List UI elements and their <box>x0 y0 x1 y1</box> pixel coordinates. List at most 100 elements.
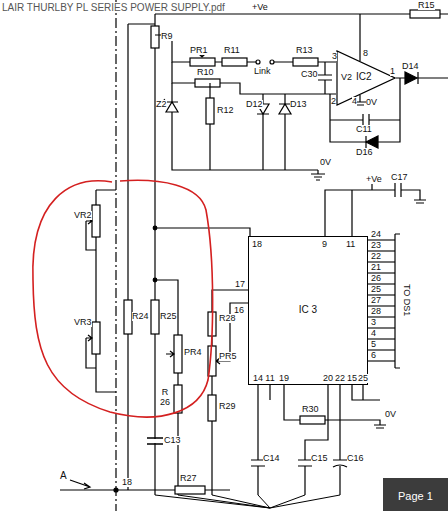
component-label: 2 <box>331 97 336 106</box>
component-label: R13 <box>296 46 313 55</box>
wire <box>155 228 250 236</box>
resistor-symbol <box>410 10 440 18</box>
component-label: 9 <box>322 240 327 249</box>
component-label: 18 <box>252 240 262 249</box>
capacitor-symbol <box>318 62 332 94</box>
resistor-symbol <box>222 58 247 66</box>
capacitor-symbol <box>395 183 426 203</box>
component-label: 5 <box>371 340 376 349</box>
wiper-link <box>86 218 96 250</box>
component-label: C14 <box>263 454 280 463</box>
variable-resistor <box>92 322 100 354</box>
component-label: D13 <box>290 100 307 109</box>
component-label: R25 <box>160 312 177 321</box>
component-label: 1 <box>390 67 395 76</box>
component-label: PR4 <box>184 348 202 357</box>
component-label: 0V <box>385 410 396 419</box>
capacitor-symbol <box>298 385 328 495</box>
junction-dot <box>114 488 118 492</box>
component-label: R30 <box>302 405 319 414</box>
component-label: R10 <box>197 68 214 77</box>
component-label: 4 <box>352 97 357 106</box>
component-label: R24 <box>132 312 149 321</box>
resistor-symbol <box>174 385 182 413</box>
wire <box>212 290 248 495</box>
component-label: 27 <box>371 296 381 305</box>
resistor-symbol <box>293 58 318 66</box>
board-boundary <box>115 0 116 511</box>
resistor-symbol <box>124 300 132 334</box>
wire <box>330 78 400 142</box>
component-label: R12 <box>217 106 234 115</box>
component-label: 0V <box>320 158 331 167</box>
capacitor-gap <box>148 439 162 443</box>
component-label: 22 <box>371 252 381 261</box>
diode-symbol <box>405 72 418 84</box>
variable-resistor <box>92 205 100 237</box>
resistor-symbol <box>175 486 205 494</box>
component-label: VR2 <box>74 211 92 220</box>
component-label: 8 <box>363 49 368 58</box>
component-label: 25 <box>357 374 369 383</box>
arrow <box>70 480 90 489</box>
component-label: 20 <box>322 374 334 383</box>
component-label: 6 <box>371 351 376 360</box>
resistor-symbol <box>195 79 220 87</box>
component-label: R28 <box>219 314 236 323</box>
page-badge <box>383 478 448 511</box>
component-label: 17 <box>235 280 245 289</box>
wire <box>154 14 155 495</box>
resistor-symbol <box>190 58 215 66</box>
component-label: 3 <box>371 318 376 327</box>
wire <box>352 385 380 400</box>
wire <box>284 385 386 428</box>
component-label: D12 <box>246 100 263 109</box>
component-label: 11 <box>346 240 355 249</box>
wire <box>128 24 155 490</box>
wire <box>325 184 395 236</box>
connector-bracket <box>395 234 400 368</box>
component-label: D14 <box>402 62 419 71</box>
component-label: D16 <box>356 148 373 157</box>
junction-dot <box>153 226 157 230</box>
component-label: C15 <box>311 454 328 463</box>
component-label: 16 <box>234 306 244 315</box>
component-label: C16 <box>347 454 364 463</box>
component-label: R 26 <box>159 387 171 407</box>
wire <box>172 83 318 170</box>
wire <box>269 385 270 400</box>
component-label: VR3 <box>74 318 92 327</box>
wire <box>172 62 336 94</box>
diode-symbol <box>366 136 378 148</box>
component-label: 26 <box>371 274 381 283</box>
component-label: +Ve <box>252 3 268 12</box>
component-label: R27 <box>180 474 197 483</box>
component-label: A <box>60 470 67 481</box>
component-label: 4 <box>371 329 376 338</box>
component-label: Z2 <box>156 100 167 109</box>
wire <box>396 77 448 78</box>
component-label: 22 <box>334 374 346 383</box>
hand-drawn-circle <box>33 180 213 417</box>
component-label: R11 <box>224 46 240 55</box>
resistor-symbol <box>151 300 159 334</box>
resistor-symbol <box>208 395 216 421</box>
preset-resistor <box>174 335 182 373</box>
file-name: LAIR THURLBY PL SERIES POWER SUPPLY.pdf <box>2 2 225 13</box>
component-label: 28 <box>371 307 381 316</box>
connector-name: TO DS1 <box>402 284 411 316</box>
wire <box>209 83 210 170</box>
ic-box: IC 3 <box>248 236 368 385</box>
ground-symbol <box>311 170 325 180</box>
component-label: 21 <box>371 263 381 272</box>
component-label: PR5 <box>219 352 237 361</box>
resistor-symbol <box>151 26 159 48</box>
capacitor-symbol <box>251 385 265 495</box>
component-label: 24 <box>371 230 381 239</box>
wiper-link <box>86 335 96 368</box>
component-label: C13 <box>164 436 181 445</box>
supply-rail <box>155 13 448 14</box>
component-label: 3 <box>332 52 337 61</box>
wire <box>216 303 248 364</box>
component-label: 14 <box>252 374 264 383</box>
